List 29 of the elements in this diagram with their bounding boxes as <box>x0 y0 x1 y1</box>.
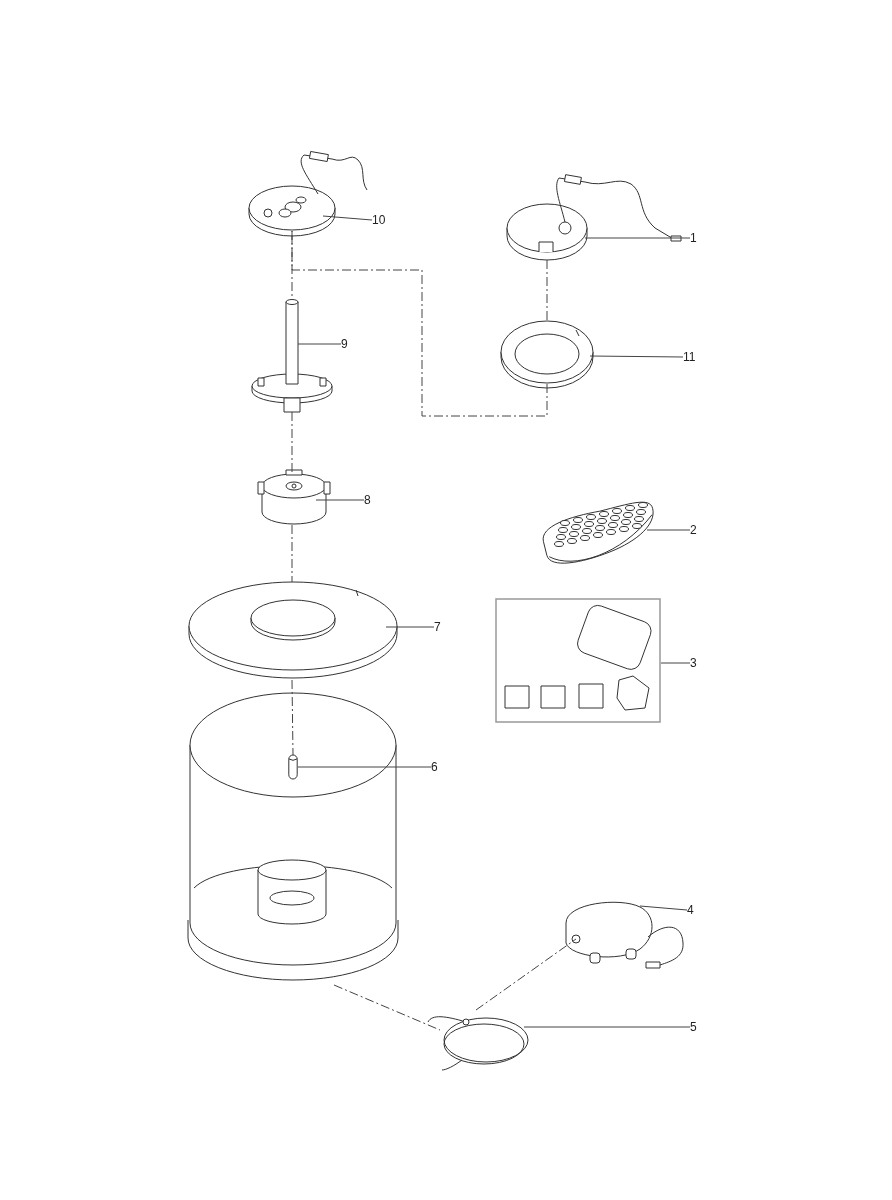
leader-line <box>297 343 342 345</box>
callout-number: 2 <box>690 521 697 539</box>
dash-dot-line <box>475 938 577 1011</box>
callout-number: 8 <box>364 491 371 509</box>
leader-line <box>523 1026 691 1028</box>
dash-dot-line <box>291 679 294 756</box>
callout-number: 1 <box>690 229 697 247</box>
callout-number: 5 <box>690 1018 697 1036</box>
dash-dot-line <box>291 524 293 583</box>
leader-line <box>589 355 684 358</box>
dash-dot-line <box>291 230 548 417</box>
dash-dot-line <box>546 259 548 323</box>
leader-line <box>315 499 365 501</box>
leader-line <box>660 662 691 664</box>
callout-number: 4 <box>687 901 694 919</box>
dash-dot-line <box>291 411 293 473</box>
dash-dot-line <box>333 984 441 1031</box>
leader-line <box>385 626 435 628</box>
leader-line <box>297 766 432 768</box>
leader-line <box>322 215 373 221</box>
callout-number: 7 <box>434 618 441 636</box>
leader-line <box>584 237 691 239</box>
callout-number: 11 <box>683 348 696 366</box>
leader-line <box>639 905 688 911</box>
callout-number: 9 <box>341 335 348 353</box>
leader-line <box>646 529 691 531</box>
callout-number: 3 <box>690 654 697 672</box>
callout-number: 6 <box>431 758 438 776</box>
callout-number: 10 <box>372 211 386 229</box>
